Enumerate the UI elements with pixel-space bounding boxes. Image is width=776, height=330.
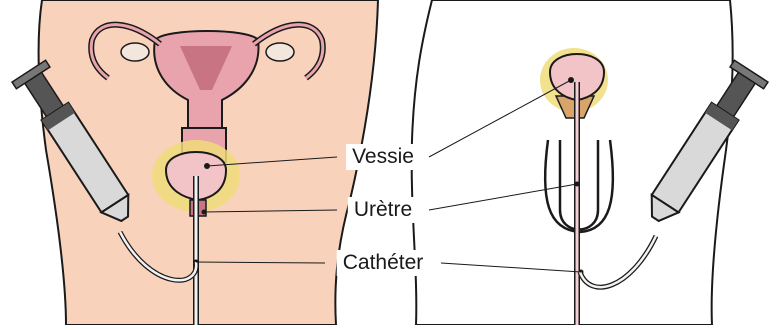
label-bladder: Vessie bbox=[346, 144, 420, 170]
label-urethra: Urètre bbox=[348, 197, 418, 223]
label-catheter: Cathéter bbox=[337, 250, 430, 276]
left-ovary bbox=[121, 43, 149, 61]
right-ovary bbox=[266, 43, 294, 61]
male-panel bbox=[412, 0, 768, 325]
female-panel bbox=[12, 0, 378, 325]
